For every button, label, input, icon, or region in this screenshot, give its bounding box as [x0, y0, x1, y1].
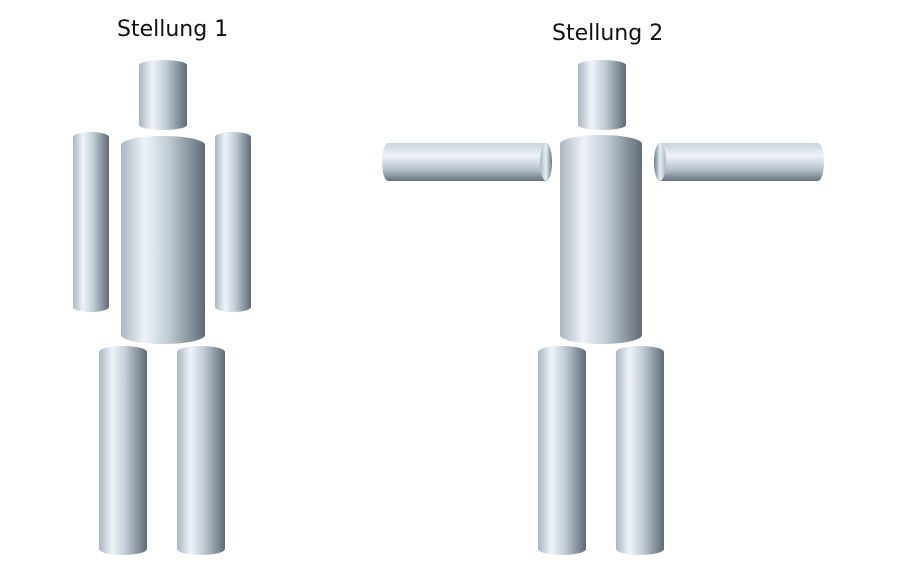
- figure-2-left-leg: [538, 346, 586, 555]
- figure-2-head: [578, 60, 626, 130]
- figure-1-title: Stellung 1: [117, 17, 229, 42]
- figure-2-title: Stellung 2: [552, 21, 664, 46]
- figure-1-left-leg: [99, 346, 147, 555]
- figure-1-left-arm: [73, 132, 109, 312]
- figure-1-head: [139, 60, 187, 130]
- figure-2-right-arm: [654, 143, 824, 181]
- figure-1-right-leg: [177, 346, 225, 555]
- figure-2: [382, 60, 824, 555]
- figure-2-right-leg: [616, 346, 664, 555]
- figure-1: [73, 60, 251, 555]
- figure-2-torso: [560, 135, 642, 344]
- figure-1-torso: [121, 136, 205, 344]
- figure-1-right-arm: [215, 132, 251, 312]
- figure-2-left-arm: [382, 143, 552, 181]
